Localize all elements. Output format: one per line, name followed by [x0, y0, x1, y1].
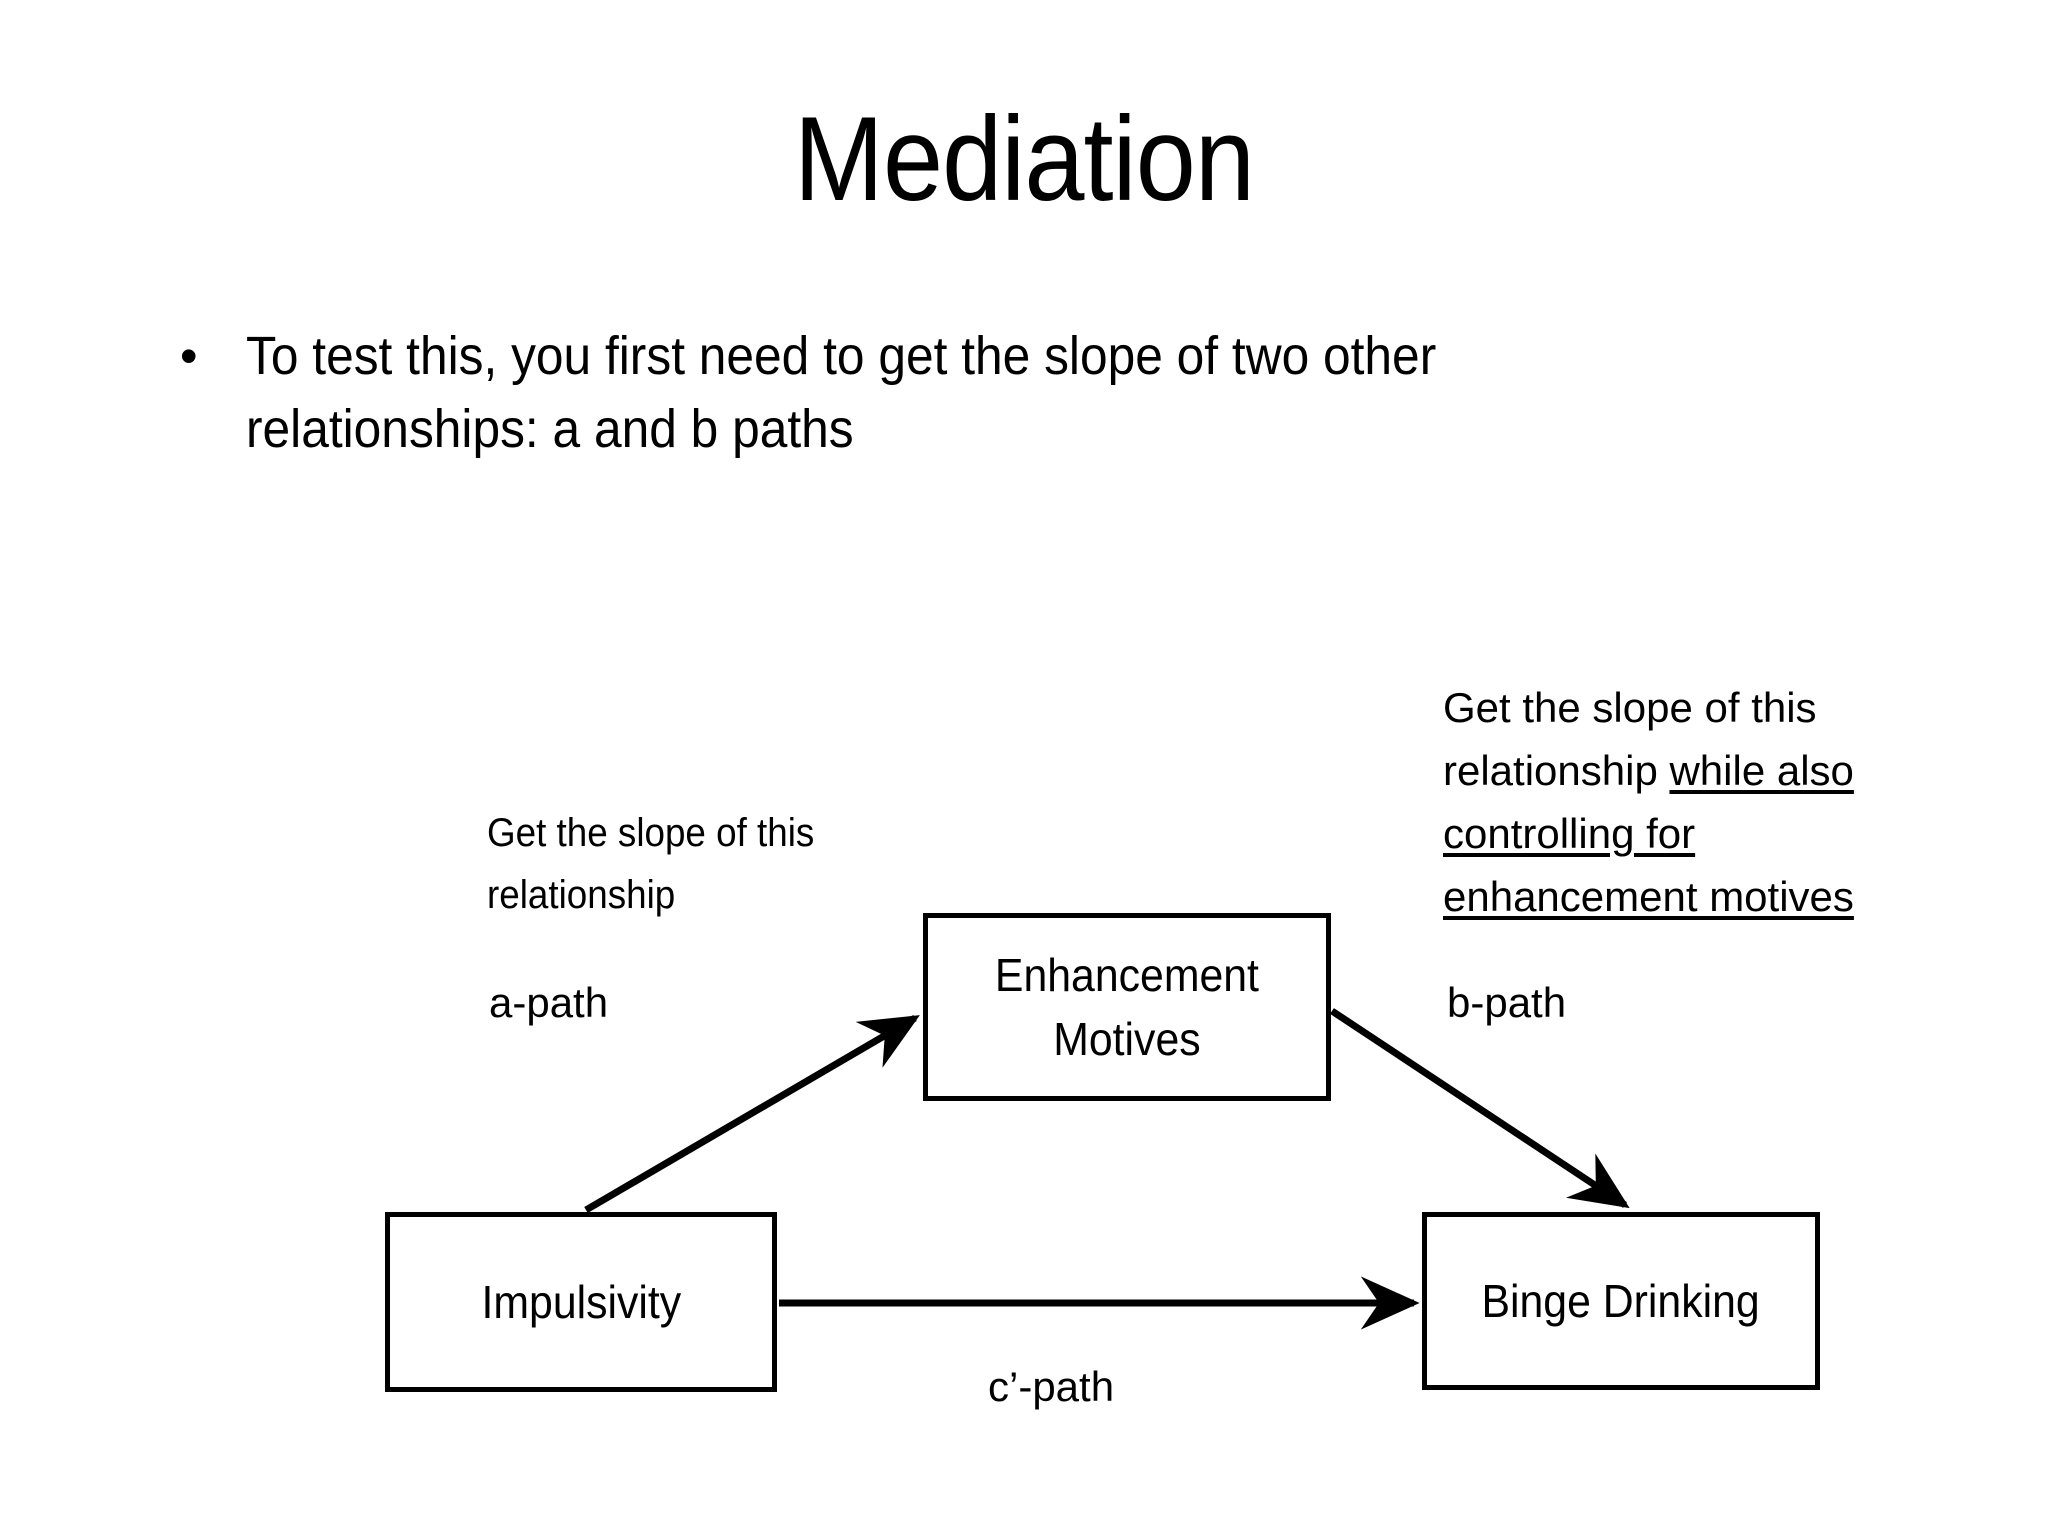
b-path-label: b-path — [1447, 979, 1567, 1026]
annotation-a-path-note-text: Get the slope of this relationship — [487, 811, 815, 917]
b-path-arrow — [1330, 1008, 1630, 1209]
node-impulsivity-label: Impulsivity — [481, 1276, 681, 1328]
page-title: Mediation — [793, 92, 1255, 226]
node-impulsivity[interactable]: Impulsivity — [385, 1212, 777, 1392]
node-binge-drinking[interactable]: Binge Drinking — [1422, 1212, 1820, 1390]
list-item: • To test this, you first need to get th… — [168, 320, 1868, 466]
bullet-text: To test this, you first need to get the … — [246, 326, 1451, 459]
annotation-b-path-note-underlined: while also controlling for enhancement m… — [1443, 747, 1854, 920]
annotation-b-path-note-plain: Get the slope of this relationship — [1443, 684, 1817, 794]
bullet-marker-icon: • — [180, 328, 198, 384]
node-enhancement-motives[interactable]: Enhancement Motives — [923, 913, 1331, 1101]
node-enhancement-motives-label: Enhancement Motives — [994, 949, 1260, 1065]
bullet-list: • To test this, you first need to get th… — [168, 320, 1868, 466]
a-path-arrow — [584, 1014, 920, 1214]
annotation-b-path-note: Get the slope of this relationship while… — [1443, 676, 1973, 928]
a-path-label: a-path — [489, 979, 609, 1026]
node-binge-drinking-label: Binge Drinking — [1481, 1275, 1761, 1327]
c-prime-path-label: c’-path — [988, 1363, 1115, 1410]
annotation-a-path-note: Get the slope of this relationship — [487, 802, 910, 926]
